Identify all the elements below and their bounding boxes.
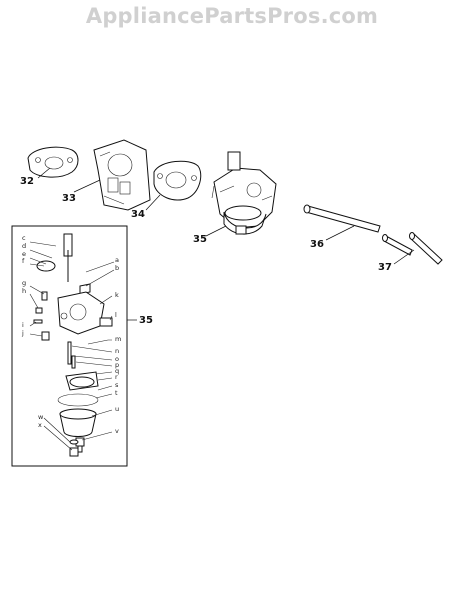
label-s: s xyxy=(115,381,119,389)
label-m: m xyxy=(115,335,121,343)
label-f: f xyxy=(22,257,25,265)
exploded-view-box xyxy=(11,225,128,467)
callout-34: 34 xyxy=(131,209,145,220)
watermark-text: AppliancePartsPros.com xyxy=(85,4,379,28)
rod-36 xyxy=(303,204,381,241)
label-g: g xyxy=(22,279,26,287)
label-c: c xyxy=(22,234,26,242)
callout-35: 35 xyxy=(193,234,207,245)
label-v: v xyxy=(115,427,119,435)
callout-33: 33 xyxy=(62,193,76,204)
insulator-33 xyxy=(73,139,151,211)
rods-37 xyxy=(382,232,443,265)
label-q: q xyxy=(115,367,119,375)
gasket-32 xyxy=(27,146,79,179)
label-h: h xyxy=(22,287,26,295)
label-w: w xyxy=(38,413,44,421)
label-d: d xyxy=(22,242,26,250)
label-k: k xyxy=(115,291,119,299)
label-u: u xyxy=(115,405,119,413)
label-i: i xyxy=(22,321,24,329)
label-x: x xyxy=(38,421,42,429)
label-j: j xyxy=(21,329,24,337)
callout-37: 37 xyxy=(378,262,392,273)
callout-32: 32 xyxy=(20,176,34,187)
callout-36: 36 xyxy=(310,239,324,250)
label-o: o xyxy=(115,355,119,363)
gasket-34 xyxy=(145,160,202,211)
label-r: r xyxy=(115,373,118,381)
callout-35-inset: 35 xyxy=(139,315,153,326)
carburetor-35 xyxy=(205,151,277,237)
label-n: n xyxy=(115,347,119,355)
exploded-carburetor xyxy=(29,233,115,457)
label-e: e xyxy=(22,250,26,258)
label-a: a xyxy=(115,256,119,264)
label-p: p xyxy=(115,361,119,369)
label-b: b xyxy=(115,264,119,272)
label-t: t xyxy=(115,389,118,397)
label-l: l xyxy=(115,311,117,319)
